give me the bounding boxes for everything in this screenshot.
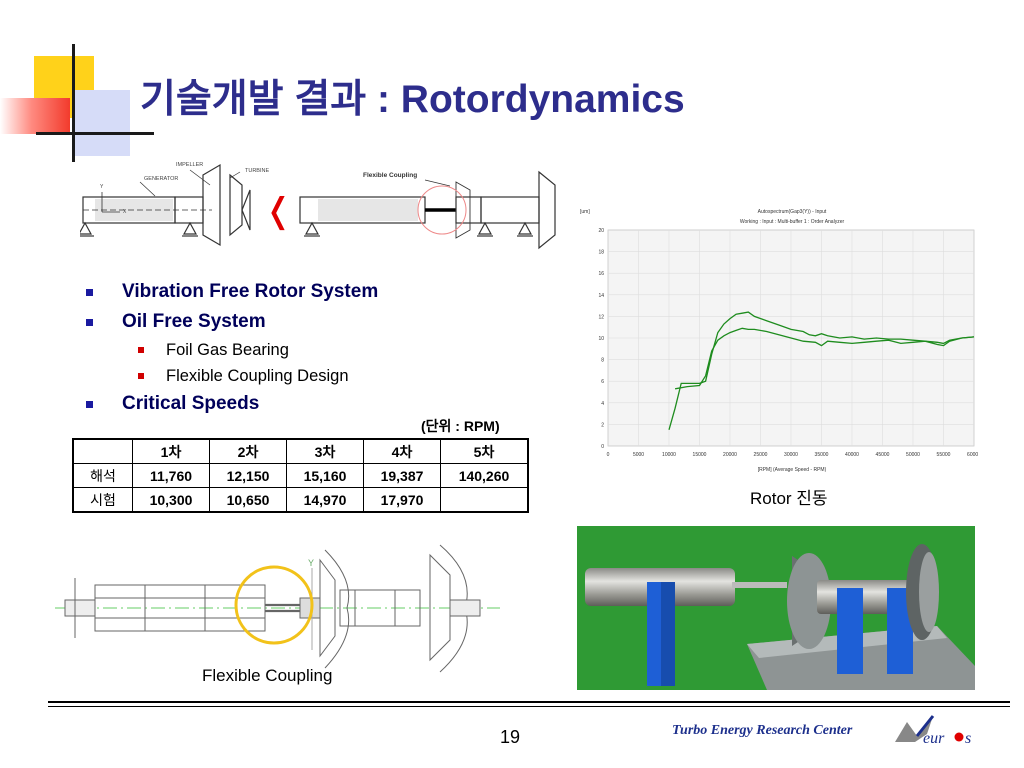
- row-label-analysis: 해석: [72, 463, 133, 488]
- bullet-vibration-free: Vibration Free Rotor System: [86, 281, 546, 311]
- chart-y-tick-label: 18: [598, 250, 604, 256]
- decor-vertical-line: [72, 44, 75, 162]
- rotor-vibration-chart: [um] Autospectrum(Gap3(Y)) - Input Worki…: [580, 209, 978, 473]
- chart-series-line-2: [674, 327, 975, 390]
- decor-blue-square: [74, 90, 130, 156]
- table-header-cell: [72, 438, 133, 464]
- label-impeller: IMPELLER: [176, 162, 203, 168]
- label-bottom-y-axis: Y: [308, 558, 314, 568]
- table-row: 해석 11,760 12,150 15,160 19,387 140,260: [72, 463, 529, 488]
- chart-y-tick-label: 16: [598, 271, 604, 277]
- svg-text:s: s: [965, 730, 971, 746]
- table-cell: 10,300: [132, 487, 210, 513]
- table-header-cell: 5차: [440, 438, 529, 464]
- chart-x-tick-label: 45000: [876, 452, 890, 458]
- chart-y-tick-label: 14: [598, 293, 604, 299]
- table-row: 시험 10,300 10,650 14,970 17,970: [72, 487, 529, 513]
- chart-subtitle: Working : Input : Multi-buffer 1 : Order…: [740, 219, 845, 225]
- chart-x-tick-label: 10000: [662, 452, 676, 458]
- chart-x-tick-label: 40000: [845, 452, 859, 458]
- rotor-test-rig-photo: [577, 526, 975, 690]
- footer-org-name: Turbo Energy Research Center: [672, 723, 853, 738]
- chart-series-line-1: [668, 311, 975, 430]
- chart-y-tick-label: 4: [601, 401, 604, 407]
- critical-speeds-table: 1차 2차 3차 4차 5차 해석 11,760 12,150 15,160 1…: [72, 438, 529, 513]
- chart-x-tick-label: 55000: [937, 452, 951, 458]
- chart-x-tick-label: 35000: [815, 452, 829, 458]
- chart-y-tick-label: 12: [598, 314, 604, 320]
- page-number: 19: [500, 727, 521, 747]
- label-x-axis: X: [123, 209, 127, 215]
- chart-x-tick-label: 0: [607, 452, 610, 458]
- label-turbine: TURBINE: [245, 168, 269, 174]
- table-cell: 12,150: [209, 463, 287, 488]
- chart-x-tick-label: 15000: [693, 452, 707, 458]
- label-generator: GENERATOR: [144, 176, 178, 182]
- table-cell: 140,260: [440, 463, 529, 488]
- chart-x-tick-label: 30000: [784, 452, 798, 458]
- table-cell: [440, 487, 529, 513]
- decor-horizontal-line: [36, 132, 154, 135]
- chart-y-tick-label: 8: [601, 358, 604, 364]
- chart-xlabel: [RPM] (Average Speed - RPM): [758, 467, 827, 473]
- sub-bullet-coupling-design: Flexible Coupling Design: [86, 367, 546, 393]
- chart-x-tick-label: 5000: [633, 452, 644, 458]
- chart-y-tick-label: 6: [601, 379, 604, 385]
- decor-red-bar: [0, 98, 70, 134]
- table-cell: 15,160: [286, 463, 364, 488]
- sub-bullet-foil-bearing: Foil Gas Bearing: [86, 341, 546, 367]
- table-cell: 11,760: [132, 463, 210, 488]
- chart-y-tick-label: 10: [598, 336, 604, 342]
- chart-title: Autospectrum(Gap3(Y)) - Input: [758, 209, 827, 215]
- slide-title: 기술개발 결과 : Rotordynamics: [140, 78, 685, 121]
- chart-y-tick-label: 20: [598, 228, 604, 234]
- chart-ylabel: [um]: [580, 209, 590, 215]
- label-y-axis: Y: [100, 184, 104, 190]
- rotor-diagram-bottom: Y: [55, 544, 500, 673]
- chart-y-tick-label: 0: [601, 444, 604, 450]
- table-cell: 19,387: [363, 463, 441, 488]
- table-header-cell: 4차: [363, 438, 441, 464]
- label-flexible-coupling: Flexible Coupling: [363, 172, 417, 179]
- red-arrow-icon: ❬: [264, 191, 293, 231]
- chart-caption: Rotor 진동: [750, 489, 828, 508]
- bullet-oil-free: Oil Free System: [86, 311, 546, 341]
- table-cell: 14,970: [286, 487, 364, 513]
- bottom-caption: Flexible Coupling: [202, 666, 333, 685]
- footer-rule-bottom: [48, 706, 1010, 707]
- table-header-cell: 2차: [209, 438, 287, 464]
- table-header-cell: 3차: [286, 438, 364, 464]
- row-label-test: 시험: [72, 487, 133, 513]
- table-header-row: 1차 2차 3차 4차 5차: [72, 438, 529, 464]
- footer-rule-top: [48, 701, 1010, 703]
- unit-note: (단위 : RPM): [421, 418, 500, 434]
- eurus-logo: eur s: [895, 715, 971, 746]
- bullet-list: Vibration Free Rotor System Oil Free Sys…: [86, 281, 546, 423]
- chart-x-tick-label: 50000: [906, 452, 920, 458]
- table-cell: 10,650: [209, 487, 287, 513]
- chart-x-tick-label: 20000: [723, 452, 737, 458]
- table-header-cell: 1차: [132, 438, 210, 464]
- rotor-diagram-top: IMPELLER GENERATOR TURBINE Y X Flexible …: [80, 162, 556, 250]
- svg-text:eur: eur: [923, 730, 945, 746]
- chart-y-tick-label: 2: [601, 422, 604, 428]
- chart-x-tick-label: 25000: [754, 452, 768, 458]
- bullet-critical-speeds: Critical Speeds: [86, 393, 546, 423]
- table-cell: 17,970: [363, 487, 441, 513]
